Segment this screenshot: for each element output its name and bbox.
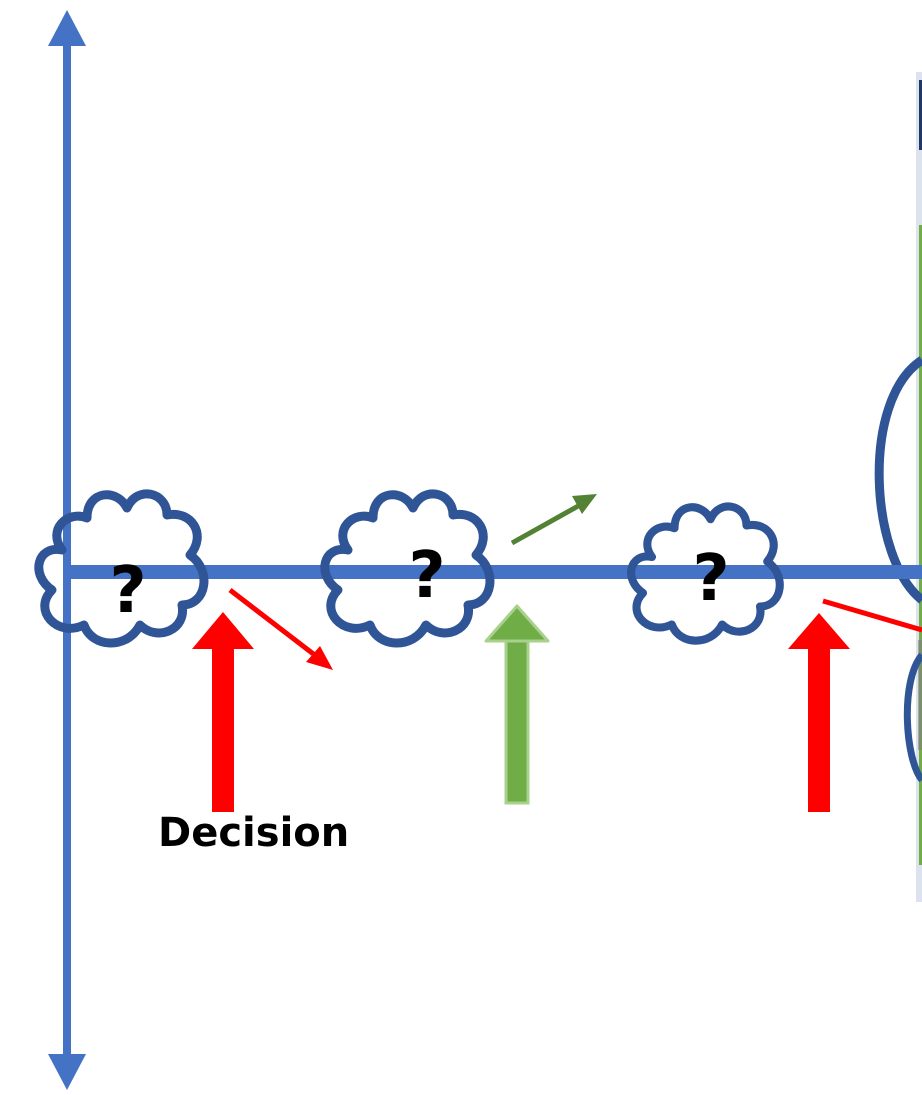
green-diagonal-arrow (510, 494, 597, 546)
green-decision-arrow (484, 604, 550, 805)
question-mark-2: ? (408, 539, 445, 613)
axis-up-arrowhead (48, 10, 86, 46)
axis-down-arrowhead (48, 1054, 86, 1090)
red-diagonal-arrow-1 (228, 588, 333, 670)
question-mark-1: ? (109, 554, 146, 628)
red-decision-arrow-2 (788, 613, 850, 812)
cropped-photo (916, 72, 922, 902)
question-mark-3: ? (692, 542, 729, 616)
vertical-axis (48, 10, 86, 1090)
red-diagonal-line-2 (822, 598, 922, 633)
decision-label: Decision (158, 810, 349, 856)
red-decision-arrow-1 (192, 612, 254, 812)
